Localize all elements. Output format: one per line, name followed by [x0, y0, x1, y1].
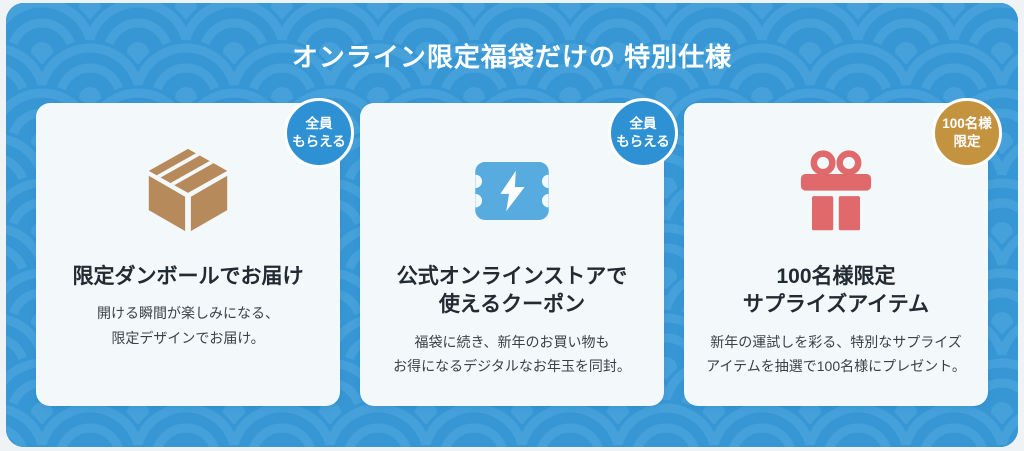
- card-desc-line: 新年の運試しを彩る、特別なサプライズ: [710, 333, 962, 350]
- gift-icon: [684, 141, 988, 241]
- coupon-ticket-icon: [360, 141, 664, 241]
- feature-cards: 全員 もらえる 限定ダンボールでお届け: [36, 98, 1002, 406]
- badge-line: もらえる: [292, 134, 346, 149]
- card-title-line: 100名様限定: [776, 265, 896, 288]
- badge-everyone: 全員 もらえる: [284, 98, 354, 168]
- card-desc-line: 福袋に続き、新年のお買い物も: [414, 333, 610, 350]
- card-title: 100名様限定 サプライズアイテム: [684, 263, 988, 320]
- card-description: 新年の運試しを彩る、特別なサプライズ アイテムを抽選で100名様にプレゼント。: [684, 330, 988, 379]
- badge-100-limited: 100名様 限定: [932, 98, 1002, 168]
- card-title-line: サプライズアイテム: [742, 293, 930, 317]
- badge-line: もらえる: [616, 134, 670, 149]
- badge-line: 100名様: [942, 116, 992, 132]
- card-surprise-item: 100名様 限定 100名様限定 サプライズアイテム 新年の運試しを彩る、特別な…: [684, 98, 1002, 406]
- badge-line: 限定: [953, 134, 981, 149]
- card-title-line: 限定ダンボールでお届け: [72, 265, 304, 288]
- section-heading: オンライン限定福袋だけの 特別仕様: [291, 42, 733, 72]
- card-coupon: 全員 もらえる 公式オンラインストアで 使えるクーポン 福袋に続き、新年のお買い…: [360, 98, 678, 406]
- card-title-line: 公式オンラインストアで: [396, 265, 628, 288]
- promo-panel: オンライン限定福袋だけの 特別仕様 全員 もらえる: [6, 3, 1018, 447]
- card-desc-line: 開ける瞬間が楽しみになる、: [97, 305, 279, 322]
- badge-line: 全員: [305, 116, 333, 132]
- card-description: 福袋に続き、新年のお買い物も お得になるデジタルなお年玉を同封。: [360, 330, 664, 379]
- card-desc-line: アイテムを抽選で100名様にプレゼント。: [706, 358, 966, 375]
- panel-content: オンライン限定福袋だけの 特別仕様: [6, 3, 1018, 74]
- cardboard-box-icon: [148, 148, 228, 232]
- card-desc-line: 限定デザインでお届け。: [111, 329, 265, 346]
- card-limited-box: 全員 もらえる 限定ダンボールでお届け: [36, 98, 354, 406]
- badge-line: 全員: [629, 116, 657, 132]
- card-title: 公式オンラインストアで 使えるクーポン: [360, 263, 664, 320]
- card-title-line: 使えるクーポン: [438, 293, 586, 317]
- coupon-ticket-icon: [475, 162, 549, 220]
- card-description: 開ける瞬間が楽しみになる、 限定デザインでお届け。: [36, 301, 340, 350]
- badge-everyone: 全員 もらえる: [608, 98, 678, 168]
- gift-icon: [800, 149, 872, 230]
- card-title: 限定ダンボールでお届け: [36, 263, 340, 291]
- card-desc-line: お得になるデジタルなお年玉を同封。: [393, 358, 631, 375]
- cardboard-box-icon: [36, 141, 340, 241]
